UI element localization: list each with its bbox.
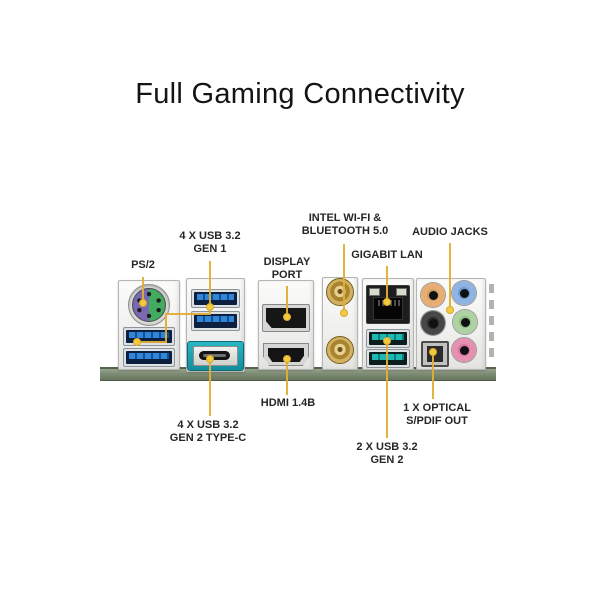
label-optical-line2: S/PDIF OUT <box>406 415 468 427</box>
label-audio-line1: AUDIO JACKS <box>412 226 488 238</box>
audio-jack-black <box>421 311 445 335</box>
label-hdmi-line1: HDMI 1.4B <box>260 397 316 409</box>
label-usb-gen1: 4 X USB 3.2 GEN 1 <box>179 230 240 256</box>
label-usb-gen2: 2 X USB 3.2 GEN 2 <box>356 441 417 467</box>
label-wifi: INTEL WI-FI & BLUETOOTH 5.0 <box>302 212 389 238</box>
lan-led-left <box>369 288 380 296</box>
usb-a-gen1-port-3 <box>191 289 240 308</box>
lan-led-right <box>396 288 407 296</box>
label-usb-gen2-line2: GEN 2 <box>370 454 404 466</box>
optical-spdif-port <box>421 341 449 367</box>
label-usb-gen1-line2: GEN 1 <box>193 243 227 255</box>
hdmi-port <box>263 343 309 366</box>
label-typec: 4 X USB 3.2 GEN 2 TYPE-C <box>170 419 246 445</box>
label-lan: GIGABIT LAN <box>351 249 423 262</box>
label-typec-line1: 4 X USB 3.2 <box>177 419 239 431</box>
label-typec-line2: GEN 2 TYPE-C <box>169 432 247 444</box>
label-optical-line1: 1 X OPTICAL <box>403 402 471 414</box>
wifi-antenna-connector-2 <box>326 336 354 364</box>
label-hdmi: HDMI 1.4B <box>261 397 315 410</box>
usb-a-gen1-port-4 <box>191 311 240 331</box>
page-title: Full Gaming Connectivity <box>135 78 465 110</box>
label-displayport-line1: DISPLAY <box>263 256 311 268</box>
wifi-antenna-connector-1 <box>326 278 354 306</box>
lan-port-opening <box>373 297 403 320</box>
label-lan-line1: GIGABIT LAN <box>351 249 423 261</box>
label-audio: AUDIO JACKS <box>412 226 488 239</box>
label-ps2-line1: PS/2 <box>131 259 155 271</box>
audio-jack-pink <box>452 338 476 362</box>
usb-a-gen2-port-2 <box>366 349 410 368</box>
label-usb-gen1-line1: 4 X USB 3.2 <box>179 230 241 242</box>
label-displayport-line2: PORT <box>271 269 303 281</box>
lan-port <box>366 285 410 324</box>
audio-jack-green <box>453 310 477 334</box>
label-wifi-line2: BLUETOOTH 5.0 <box>301 225 389 237</box>
label-usb-gen2-line1: 2 X USB 3.2 <box>356 441 418 453</box>
vent-slots <box>489 284 494 364</box>
audio-jack-orange <box>421 283 445 307</box>
label-wifi-line1: INTEL WI-FI & <box>308 212 382 224</box>
label-optical: 1 X OPTICAL S/PDIF OUT <box>403 402 471 428</box>
displayport-port <box>262 304 310 332</box>
usb-c-port <box>199 351 230 360</box>
ps2-port <box>128 284 170 326</box>
label-displayport: DISPLAY PORT <box>264 256 311 282</box>
usb-a-gen2-port-1 <box>366 329 410 348</box>
ps2-port-connector <box>132 288 166 322</box>
label-ps2: PS/2 <box>131 259 155 272</box>
usb-a-gen1-port-1 <box>123 327 175 346</box>
usb-a-gen1-port-2 <box>123 348 175 367</box>
audio-jack-blue <box>452 281 476 305</box>
